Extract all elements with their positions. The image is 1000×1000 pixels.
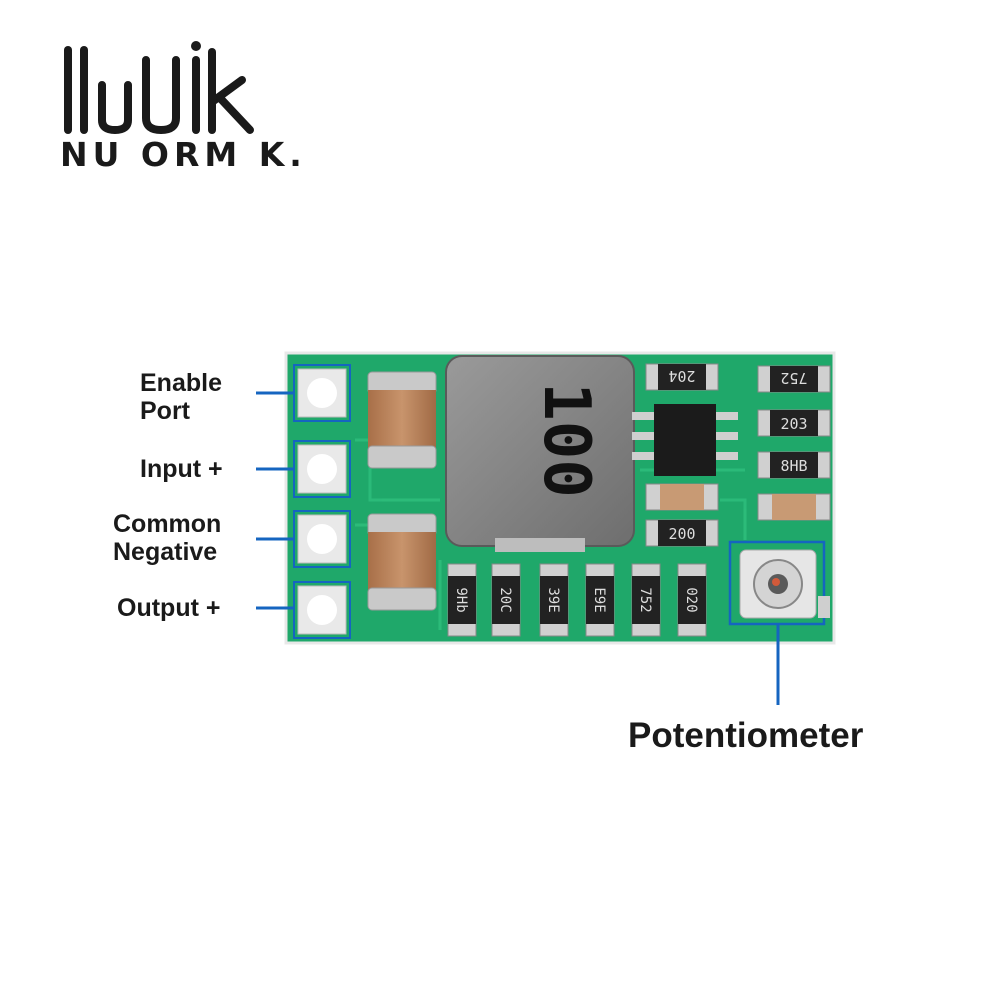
ceramic-capacitor <box>645 483 719 511</box>
resistor-marking: 8HB <box>780 457 807 475</box>
label-output-plus: Output + <box>117 594 221 622</box>
label-enable-port: Enable Port <box>140 369 222 425</box>
resistor: 8HB <box>757 451 831 479</box>
inductor-marking: 100 <box>529 382 603 498</box>
potentiometer <box>728 540 830 626</box>
resistor: E9E <box>585 563 615 637</box>
resistor-marking: 752 <box>780 369 807 387</box>
resistor-marking: 200 <box>668 525 695 543</box>
resistor-marking: 39E <box>545 587 561 612</box>
label-potentiometer: Potentiometer <box>628 716 864 755</box>
brand-name: NU ORM K. <box>60 135 307 174</box>
resistor-marking: 203 <box>780 415 807 433</box>
resistor: 39E <box>539 563 569 637</box>
ceramic-capacitor <box>757 493 831 521</box>
resistor: 203 <box>757 409 831 437</box>
resistor: 200 <box>645 519 719 547</box>
resistor: 204 <box>645 363 719 391</box>
resistor-marking: 752 <box>637 587 653 612</box>
resistor-marking: 9Hb <box>453 587 469 612</box>
capacitor-bottom <box>367 513 437 611</box>
resistor-marking: E9E <box>591 587 607 612</box>
resistor-marking: 20C <box>497 587 513 612</box>
inductor: 100 <box>445 355 635 552</box>
resistor: 752 <box>757 365 831 393</box>
resistor: 752 <box>631 563 661 637</box>
resistor-marking: 204 <box>668 367 695 385</box>
resistor: 020 <box>677 563 707 637</box>
resistor-marking: 020 <box>683 587 699 612</box>
capacitor-top <box>367 371 437 469</box>
pin-pads <box>293 364 351 639</box>
brand-logo <box>64 41 254 135</box>
ic-chip <box>632 404 738 476</box>
label-input-plus: Input + <box>140 455 223 483</box>
resistor: 20C <box>491 563 521 637</box>
resistor: 9Hb <box>447 563 477 637</box>
label-common-negative: Common Negative <box>113 510 222 566</box>
